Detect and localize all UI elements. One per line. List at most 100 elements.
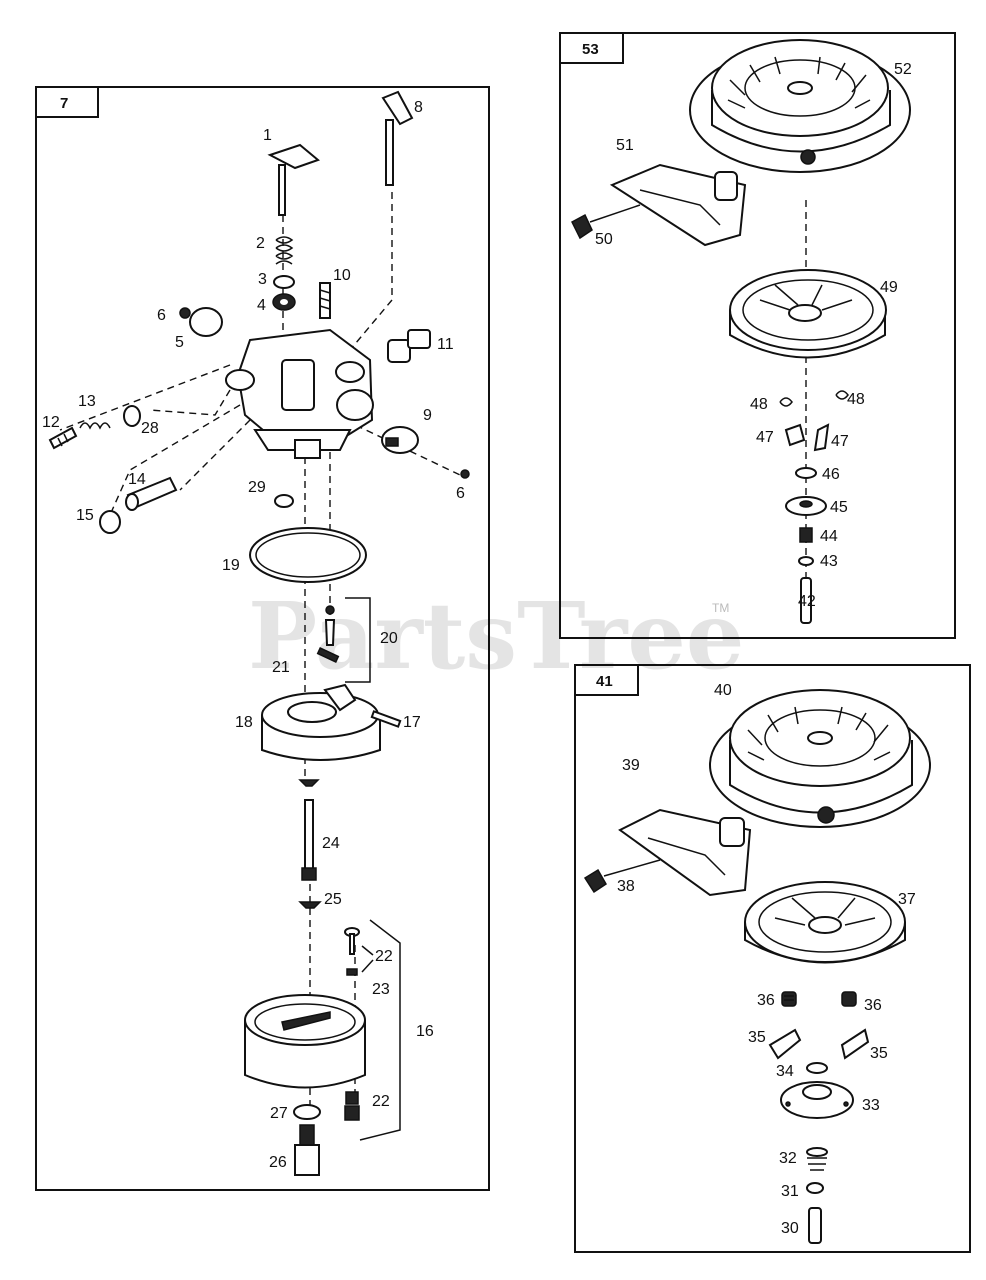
callout-5: 5: [175, 334, 184, 351]
part-37-pulley: [744, 881, 906, 964]
callout-52: 52: [894, 61, 912, 78]
part-14-valve: [125, 476, 178, 511]
callout-6: 6: [157, 307, 166, 324]
callout-22-b: 22: [372, 1093, 390, 1110]
callout-40: 40: [714, 682, 732, 699]
part-16-float-bowl: [244, 994, 366, 1089]
part-21-clip: [316, 647, 340, 663]
callout-1: 1: [263, 127, 272, 144]
callout-32: 32: [779, 1150, 797, 1167]
part-15-cap: [99, 510, 121, 534]
panel-carburetor: 7: [35, 86, 490, 1191]
part-18-float: [261, 683, 381, 761]
part-17-pin: [370, 710, 402, 728]
callout-42: 42: [798, 593, 816, 610]
callout-39: 39: [622, 757, 640, 774]
part-38-screw: [583, 859, 661, 894]
callout-24: 24: [322, 835, 340, 852]
part-6-screw-b: [460, 469, 470, 479]
carburetor-body: [225, 328, 374, 459]
callout-36: 36: [757, 992, 775, 1009]
part-19-gasket: [249, 527, 367, 583]
part-5-throttle-plate: [189, 307, 223, 337]
part-12-screw: [48, 426, 78, 450]
callout-46: 46: [822, 466, 840, 483]
callout-22: 22: [375, 948, 393, 965]
panel-starter-41: 41: [574, 664, 971, 1253]
part-44-spring: [799, 527, 813, 543]
part-40-starter-housing: [709, 689, 931, 828]
part-48-spring: [779, 397, 793, 407]
callout-36-b: 36: [864, 997, 882, 1014]
part-49-pulley: [729, 269, 887, 359]
part-22-screw: [344, 927, 360, 955]
part-23-washer: [346, 968, 358, 976]
callout-26: 26: [269, 1154, 287, 1171]
part-33-retainer: [780, 1081, 854, 1119]
callout-2: 2: [256, 235, 265, 252]
panel-number-7: 7: [60, 95, 68, 112]
part-51-handle: [609, 163, 747, 247]
callout-33: 33: [862, 1097, 880, 1114]
part-43-washer: [798, 556, 814, 566]
part-36-spring-b: [841, 991, 857, 1007]
part-11-fuel-fitting: [387, 329, 431, 363]
part-25-washer: [298, 901, 322, 909]
callout-31: 31: [781, 1183, 799, 1200]
part-8-choke-shaft: [381, 90, 414, 186]
callout-35: 35: [748, 1029, 766, 1046]
part-39-handle: [618, 808, 752, 897]
callout-34: 34: [776, 1063, 794, 1080]
part-45-retainer: [785, 496, 827, 516]
callout-16: 16: [416, 1023, 434, 1040]
callout-17: 17: [403, 714, 421, 731]
part-48-spring-b: [835, 390, 849, 400]
callout-44: 44: [820, 528, 838, 545]
panel-number-53: 53: [582, 41, 599, 58]
part-1-throttle-shaft: [267, 143, 320, 216]
part-27-washer: [293, 1104, 321, 1120]
callout-29: 29: [248, 479, 266, 496]
part-20-inlet-needle: [324, 597, 371, 683]
callout-48: 48: [750, 396, 768, 413]
callout-38: 38: [617, 878, 635, 895]
callout-51: 51: [616, 137, 634, 154]
part-26-bowl-nut: [294, 1124, 320, 1176]
watermark-tm: TM: [712, 601, 729, 615]
part-32-spring: [806, 1147, 828, 1171]
callout-12: 12: [42, 414, 60, 431]
callout-8: 8: [414, 99, 423, 116]
part-2-spring: [275, 236, 294, 265]
callout-3: 3: [258, 271, 267, 288]
part-10-idle-screw: [319, 282, 331, 319]
callout-48-b: 48: [847, 391, 865, 408]
callout-13: 13: [78, 393, 96, 410]
part-28-seal: [123, 405, 141, 427]
callout-27: 27: [270, 1105, 288, 1122]
callout-15: 15: [76, 507, 94, 524]
part-30-pin: [808, 1207, 822, 1244]
callout-47: 47: [756, 429, 774, 446]
callout-20: 20: [380, 630, 398, 647]
part-47-dog: [784, 423, 806, 447]
part-9-choke-plate: [381, 426, 419, 454]
part-29-plug: [274, 494, 294, 508]
part-3-seal: [273, 275, 295, 289]
panel-starter-53: 53: [559, 32, 956, 639]
callout-4: 4: [257, 297, 266, 314]
callout-43: 43: [820, 553, 838, 570]
part-34-washer: [806, 1062, 828, 1074]
part-22-screw-b: [344, 1091, 360, 1121]
callout-25: 25: [324, 891, 342, 908]
callout-10: 10: [333, 267, 351, 284]
callout-11: 11: [437, 336, 454, 353]
part-6-screw: [179, 307, 191, 319]
watermark: PartsTree: [248, 582, 744, 690]
callout-14: 14: [128, 471, 146, 488]
part-31-washer: [806, 1182, 824, 1194]
part-47-dog-b: [813, 423, 830, 452]
callout-47-b: 47: [831, 433, 849, 450]
callout-19: 19: [222, 557, 240, 574]
callout-6-b: 6: [456, 485, 465, 502]
